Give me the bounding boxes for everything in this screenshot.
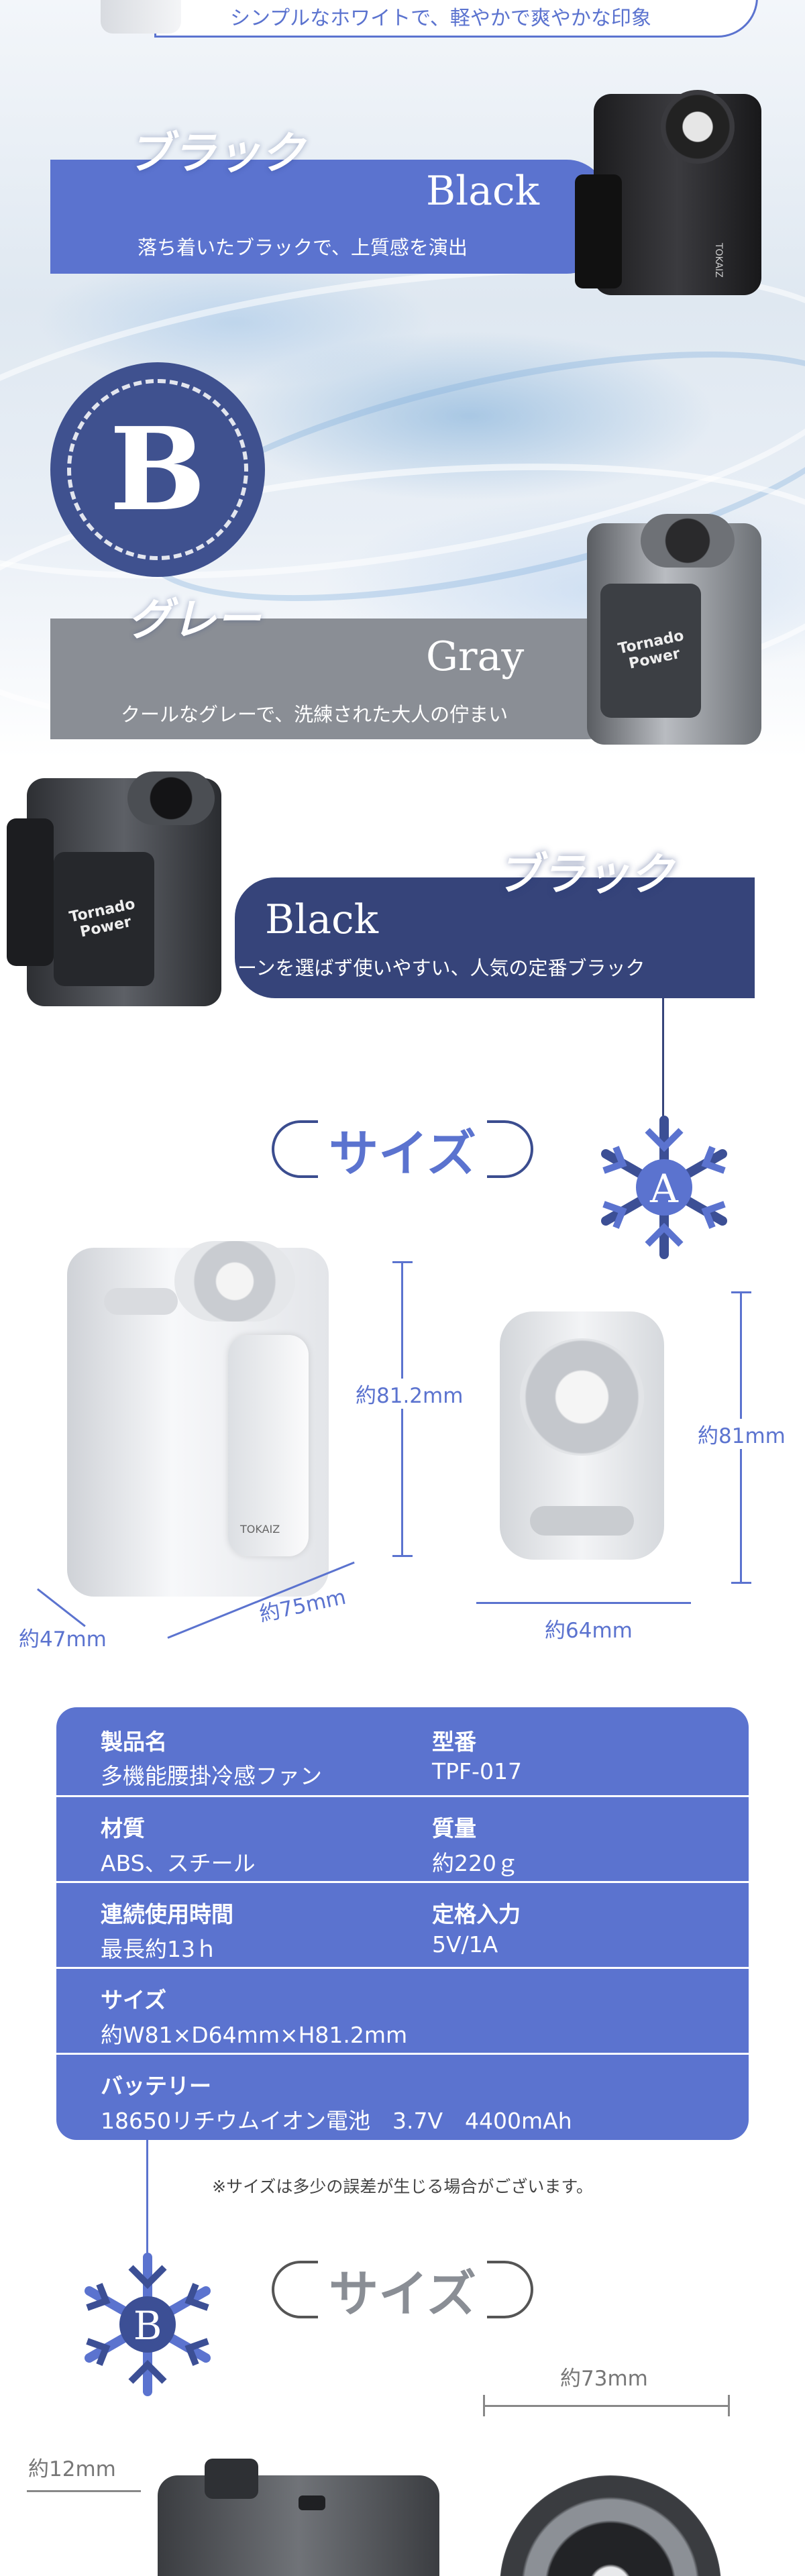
gray-fan-side-image	[158, 2459, 439, 2576]
table-row: 連続使用時間 最長約13ｈ 定格入力 5V/1A	[56, 1881, 749, 1967]
white-device-image	[101, 0, 181, 34]
variant-gray-latin: Gray	[426, 633, 525, 680]
spec-table: 製品名 多機能腰掛冷感ファン 型番 TPF-017 材質 ABS、スチール 質量…	[56, 1707, 749, 2140]
gray-fan-front-image	[500, 2475, 721, 2576]
spec-value: 多機能腰掛冷感ファン	[101, 1763, 322, 1789]
spec-value: 約220ｇ	[432, 1850, 519, 1876]
table-row: 材質 ABS、スチール 質量 約220ｇ	[56, 1795, 749, 1881]
variant-gray-pill: Gray クールなグレーで、洗練された大人の佇まい	[50, 619, 627, 739]
snowflake-a-letter: A	[650, 1166, 678, 1212]
dim-height-tick	[392, 1261, 413, 1263]
table-row: サイズ 約W81×D64mm×H81.2mm	[56, 1967, 749, 2053]
dim-depth-line	[37, 1588, 86, 1627]
spec-header: 型番	[432, 1729, 476, 1755]
variant-navy-pill: Black シーンを選ばず使いやすい、人気の定番ブラック	[218, 877, 755, 998]
dim-b-width-line	[483, 2405, 730, 2407]
size-note: ※サイズは多少の誤差が生じる場合がございます。	[212, 2177, 593, 2196]
badge-b-letter: B	[109, 402, 206, 537]
dim-height-label: 約81.2mm	[356, 1379, 464, 1409]
connector-line	[662, 998, 664, 1132]
dim-height-line	[401, 1261, 403, 1556]
dim-back-height-label: 約81mm	[698, 1419, 786, 1449]
spec-value: 5V/1A	[432, 1931, 498, 1957]
dim-depth-label: 約47mm	[19, 1627, 107, 1652]
black-device-image: TOKAIZ	[575, 90, 761, 295]
dim-back-height-tick	[731, 1582, 751, 1584]
white-fan-logo: TOKAIZ	[240, 1523, 280, 1536]
dim-height-tick	[392, 1555, 413, 1557]
spec-value: 約W81×D64mm×H81.2mm	[101, 2022, 408, 2048]
variant-black-latin: Black	[426, 168, 540, 215]
spec-header: 製品名	[101, 1729, 167, 1755]
variant-black-description: 落ち着いたブラックで、上質感を演出	[138, 236, 468, 259]
dim-b-width-label: 約73mm	[560, 2367, 648, 2391]
white-variant-caption: シンプルなホワイトで、軽やかで爽やかな印象	[230, 7, 651, 30]
size-title-a-text: サイズ	[318, 1113, 487, 1185]
connector-line-b	[146, 2140, 148, 2261]
variant-black-katakana: ブラック	[127, 127, 305, 179]
dim-back-width-line	[476, 1602, 691, 1604]
size-title-b: サイズ	[272, 2253, 533, 2326]
spec-header: 連続使用時間	[101, 1901, 233, 1927]
snowflake-b-icon: B	[67, 2244, 228, 2405]
spec-header: 定格入力	[432, 1901, 521, 1927]
variant-gray-katakana: グレー	[127, 593, 260, 645]
dim-b-width-tick	[483, 2395, 485, 2416]
table-row: 製品名 多機能腰掛冷感ファン 型番 TPF-017	[56, 1707, 749, 1795]
white-fan-front-image: TOKAIZ	[67, 1241, 329, 1597]
snowflake-b-letter: B	[133, 2303, 162, 2349]
gray-device-image: Tornado Power	[587, 514, 761, 745]
spec-value: ABS、スチール	[101, 1850, 256, 1876]
size-title-b-text: サイズ	[318, 2253, 487, 2326]
dark-device-image: Tornado Power	[7, 771, 221, 1006]
table-row: バッテリー 18650リチウムイオン電池 3.7V 4400mAh	[56, 2053, 749, 2140]
spec-header: 材質	[101, 1815, 145, 1841]
variant-navy-description: シーンを選ばず使いやすい、人気の定番ブラック	[218, 957, 645, 979]
size-title-a: サイズ	[272, 1113, 533, 1185]
white-variant-band: シンプルなホワイトで、軽やかで爽やかな印象	[154, 0, 758, 38]
spec-value: 18650リチウムイオン電池 3.7V 4400mAh	[101, 2108, 572, 2134]
dim-b-depth-label: 約12mm	[28, 2457, 116, 2481]
snowflake-a-icon: A	[584, 1107, 745, 1268]
spec-header: サイズ	[101, 1987, 167, 2013]
spec-value: TPF-017	[432, 1758, 522, 1784]
variant-black-pill: Black 落ち着いたブラックで、上質感を演出	[50, 160, 607, 274]
spec-header: 質量	[432, 1815, 476, 1841]
spec-header: バッテリー	[101, 2073, 211, 2099]
variant-gray-description: クールなグレーで、洗練された大人の佇まい	[121, 703, 508, 726]
variant-navy-katakana: ブラック	[496, 848, 674, 900]
dim-b-depth-line	[27, 2490, 141, 2492]
white-fan-back-image	[480, 1311, 684, 1560]
spec-value: 最長約13ｈ	[101, 1936, 217, 1962]
dim-back-width-label: 約64mm	[545, 1619, 633, 1643]
black-device-logo: TOKAIZ	[712, 243, 724, 278]
dim-b-width-tick	[728, 2395, 730, 2416]
variant-navy-latin: Black	[265, 896, 379, 943]
badge-b-circle: B	[50, 362, 265, 577]
dim-back-height-tick	[731, 1291, 751, 1293]
